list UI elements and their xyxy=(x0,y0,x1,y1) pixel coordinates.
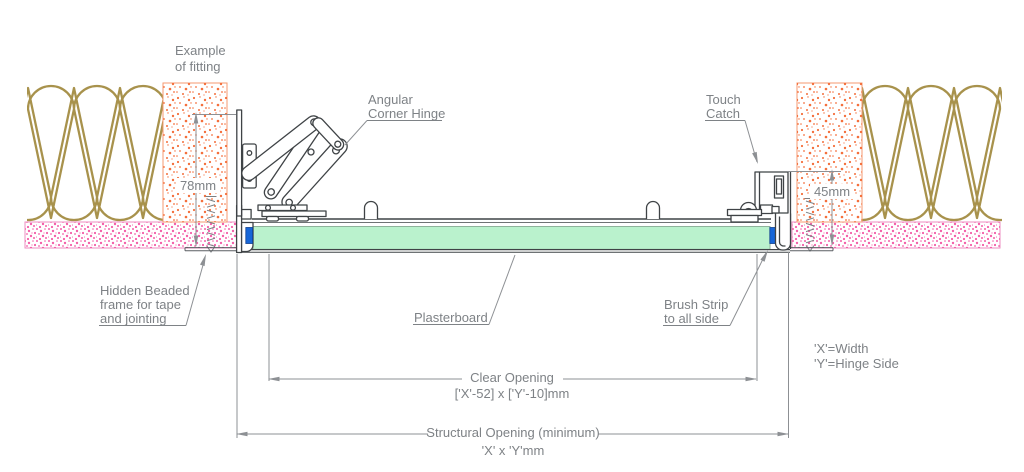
touch-catch-assembly xyxy=(726,171,789,223)
label-plasterboard: Plasterboard xyxy=(413,254,516,325)
svg-text:Example: Example xyxy=(175,43,226,58)
panel-tray xyxy=(237,218,790,253)
hinge-assembly xyxy=(236,109,348,222)
dimension-clear-opening: Clear Opening ['X'-52] x ['Y'-10]mm xyxy=(268,254,758,401)
ceiling-board-left xyxy=(24,221,238,249)
dimension-78mm: 78mm xyxy=(176,112,236,247)
joist-left xyxy=(162,82,228,223)
screw-left xyxy=(205,196,217,253)
structural-opening-formula: 'X' x 'Y'mm xyxy=(482,443,545,458)
svg-text:of fitting: of fitting xyxy=(175,59,221,74)
dimension-structural-opening: Structural Opening (minimum) 'X' x 'Y'mm xyxy=(236,252,789,458)
insulation-left xyxy=(27,84,167,222)
svg-text:Angular: Angular xyxy=(368,92,413,107)
dim-78mm-text: 78mm xyxy=(180,178,216,193)
insulation-right xyxy=(861,84,1002,222)
label-touch-catch: Touch Catch xyxy=(705,92,758,164)
label-hidden-beaded-frame: Hidden Beaded frame for tape and jointin… xyxy=(99,254,206,326)
label-example-of-fitting: Example of fitting xyxy=(175,43,226,74)
dim-45mm-text: 45mm xyxy=(814,184,850,199)
svg-text:and jointing: and jointing xyxy=(100,311,167,326)
frame-right xyxy=(774,172,792,251)
svg-text:Plasterboard: Plasterboard xyxy=(414,310,488,325)
ceiling-board-right xyxy=(791,221,1001,249)
label-angular-corner-hinge: Angular Corner Hinge xyxy=(344,92,445,146)
svg-text:Brush Strip: Brush Strip xyxy=(664,297,728,312)
svg-text:Corner Hinge: Corner Hinge xyxy=(368,106,445,121)
plasterboard-panel xyxy=(252,226,771,250)
svg-text:'Y'=Hinge Side: 'Y'=Hinge Side xyxy=(814,356,899,371)
hidden-bead-right xyxy=(790,247,834,252)
label-brush-strip: Brush Strip to all side xyxy=(663,250,768,326)
svg-text:Touch: Touch xyxy=(706,92,741,107)
panel-clip-right xyxy=(645,200,661,219)
legend-xy-definitions: 'X'=Width 'Y'=Hinge Side xyxy=(814,341,899,371)
dimension-45mm: 45mm xyxy=(787,169,854,246)
hidden-bead-left xyxy=(184,247,237,252)
svg-text:Hidden Beaded: Hidden Beaded xyxy=(100,283,190,298)
clear-opening-formula: ['X'-52] x ['Y'-10]mm xyxy=(455,386,570,401)
panel-clip-left xyxy=(363,200,379,219)
svg-text:'X'=Width: 'X'=Width xyxy=(814,341,868,356)
svg-text:Catch: Catch xyxy=(706,106,740,121)
brush-strip-left xyxy=(245,227,254,244)
clear-opening-title: Clear Opening xyxy=(470,370,554,385)
svg-text:to all side: to all side xyxy=(664,311,719,326)
svg-text:frame for tape: frame for tape xyxy=(100,297,181,312)
structural-opening-title: Structural Opening (minimum) xyxy=(426,425,599,440)
